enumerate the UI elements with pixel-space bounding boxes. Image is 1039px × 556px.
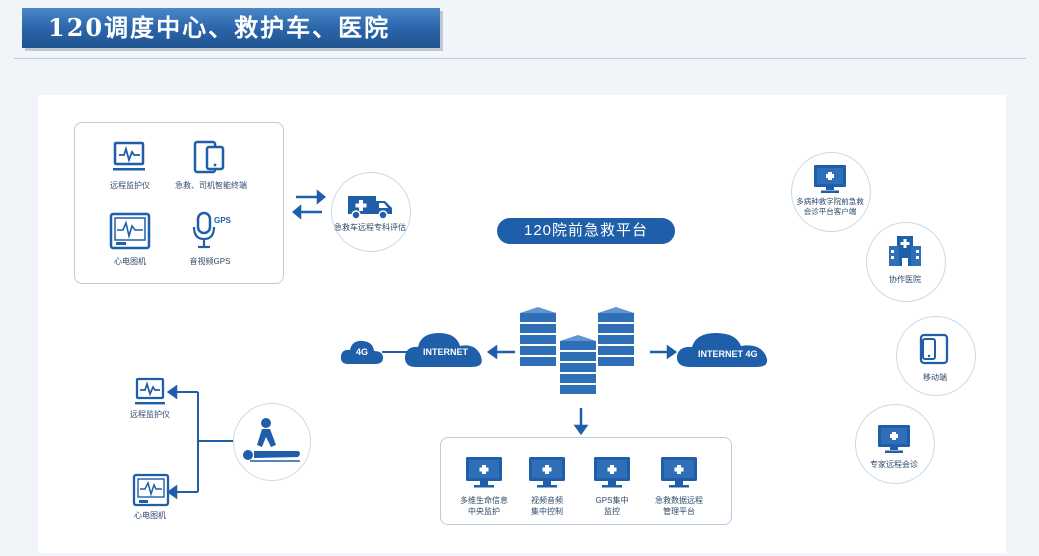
monitor-icon xyxy=(661,457,697,488)
monitor-icon xyxy=(594,457,630,488)
cpr-icon xyxy=(243,418,300,462)
right-node-3-label: 移动端 xyxy=(923,373,947,382)
device-box xyxy=(74,122,284,284)
page-title: 120调度中心、救护车、医院 xyxy=(48,13,391,42)
system-label-3-line1: GPS集中 xyxy=(595,496,629,505)
right-node-4-label: 专家远程会诊 xyxy=(870,460,918,469)
right-node-1-line2: 会诊平台客户端 xyxy=(803,207,857,216)
server-icon xyxy=(520,307,634,394)
monitor-icon xyxy=(529,457,565,488)
right-node-2-label: 协作医院 xyxy=(889,275,921,284)
title-divider xyxy=(14,58,1026,59)
microphone-gps-icon: GPS xyxy=(192,211,232,249)
title-banner: 120调度中心、救护车、医院 xyxy=(22,8,440,48)
mobile-icon xyxy=(919,333,949,365)
monitor-icon xyxy=(113,141,145,171)
right-node-1-line1: 多病种救字院前急救 xyxy=(796,197,864,206)
system-label-2-line1: 视频音频 xyxy=(531,496,563,505)
device-label-remote-monitor: 远程监护仪 xyxy=(110,181,150,190)
platform-title: 120院前急救平台 xyxy=(497,218,675,244)
system-label-3-line2: 监控 xyxy=(604,507,620,516)
tablet-icon xyxy=(193,140,225,174)
ambulance-label: 急救车远程专科评估 xyxy=(334,223,406,232)
system-label-2-line2: 集中控制 xyxy=(531,507,563,516)
cloud-label-4g: 4G xyxy=(356,347,369,357)
cloud-icon xyxy=(676,333,768,367)
svg-text:GPS: GPS xyxy=(214,216,232,225)
cloud-icon xyxy=(340,340,383,364)
system-label-1-line2: 中央监护 xyxy=(468,507,500,516)
device-label-smart-terminal: 急救、司机智能终端 xyxy=(175,181,247,190)
left-device-label-ecg: 心电图机 xyxy=(134,511,166,520)
ambulance-icon xyxy=(348,196,392,220)
system-label-4-line1: 急救数据远程 xyxy=(655,496,703,505)
ecg-icon xyxy=(109,212,151,250)
ecg-icon xyxy=(132,473,170,507)
hospital-icon xyxy=(889,236,921,266)
monitor-icon xyxy=(135,377,165,405)
monitor-icon xyxy=(466,457,502,488)
cloud-label-internet-4g: INTERNET 4G xyxy=(698,349,758,359)
system-label-1-line1: 多维生命信息 xyxy=(460,496,508,505)
system-label-4-line2: 管理平台 xyxy=(663,507,695,516)
monitor-icon xyxy=(878,425,910,453)
cloud-icon xyxy=(404,333,482,367)
monitor-icon xyxy=(814,165,846,193)
left-device-label-remote-monitor: 远程监护仪 xyxy=(130,410,170,419)
device-label-ecg: 心电图机 xyxy=(114,257,146,266)
cloud-label-internet: INTERNET xyxy=(423,347,468,357)
device-label-av-gps: 音视频GPS xyxy=(189,257,231,266)
